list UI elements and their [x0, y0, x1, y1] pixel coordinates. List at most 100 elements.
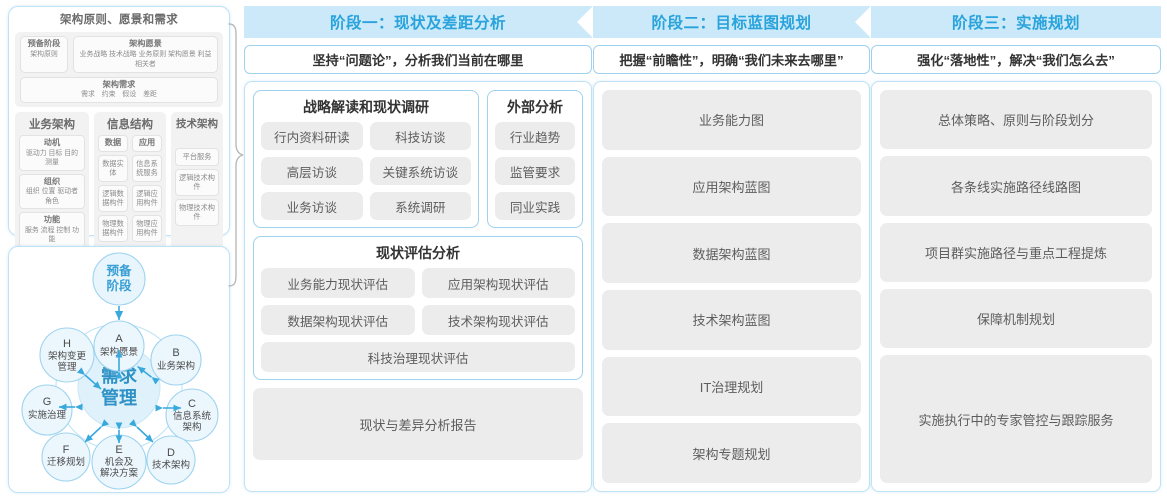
cycle-center-line2: 管理	[101, 387, 137, 408]
strategy-research-title: 战略解读和现状调研	[303, 99, 429, 115]
data-item-1: 逻辑数据构件	[97, 184, 128, 212]
left-column: 架构原则、愿景和需求 预备阶段 架构原则 架构愿景 业务战略 技术战略 业务原则…	[8, 6, 230, 493]
phase-1-subtitle: 坚持“问题论”，分析我们当前在哪里	[244, 45, 592, 74]
requirements-sub: 需求 约束 假设 差距	[81, 91, 157, 98]
prep-vision-row: 预备阶段 架构原则 架构愿景 业务战略 技术战略 业务原则 架构愿景 利益相关者	[20, 36, 218, 73]
phase-2-item-3[interactable]: 技术架构蓝图	[602, 290, 861, 350]
phase-3-item-3[interactable]: 保障机制规划	[880, 289, 1152, 349]
assessment-title: 现状评估分析	[376, 245, 460, 261]
information-subcolumns: 数据 数据实体 逻辑数据构件 物理数据构件 应用 信息系统服务 逻辑应用构件	[97, 135, 163, 242]
svg-text:E: E	[115, 444, 122, 456]
information-subcolumn-data: 数据 数据实体 逻辑数据构件 物理数据构件	[97, 135, 128, 242]
phase-2-item-1[interactable]: 应用架构蓝图	[602, 156, 861, 217]
phase-1-subtitle-text: 坚持“问题论”，分析我们当前在哪里	[312, 53, 524, 68]
technology-item-1: 逻辑技术构件	[175, 168, 220, 196]
strategy-research-card[interactable]: 战略解读和现状调研 行内资料研读 科技访谈 高层访谈 关键系统访谈 业务访谈 系…	[253, 90, 479, 228]
application-item-0: 信息系统服务	[132, 154, 163, 182]
information-structure-title: 信息结构	[107, 119, 153, 131]
assessment-item-3[interactable]: 技术架构现状评估	[421, 305, 575, 335]
external-item-2[interactable]: 同业实践	[495, 192, 575, 220]
phase-3-item-4[interactable]: 实施执行中的专家管控与跟踪服务	[880, 355, 1152, 483]
phase-1-banner: 阶段一：现状及差距分析	[244, 6, 593, 38]
phase-3-item-0[interactable]: 总体策略、原则与阶段划分	[880, 90, 1152, 150]
architecture-framework-card: 架构原则、愿景和需求 预备阶段 架构原则 架构愿景 业务战略 技术战略 业务原则…	[8, 6, 230, 303]
prep-stage-box: 预备阶段 架构原则	[20, 36, 68, 73]
phase-1-banner-text: 阶段一：现状及差距分析	[329, 15, 506, 32]
assessment-item-2[interactable]: 数据架构现状评估	[261, 305, 415, 335]
external-item-1[interactable]: 监管要求	[495, 157, 575, 185]
phase-2-item-5[interactable]: 架构专题规划	[602, 423, 861, 484]
strategy-item-0[interactable]: 行内资料研读	[261, 122, 363, 150]
phase-3-subtitle-text: 强化“落地性”，解决“我们怎么去”	[917, 53, 1115, 68]
external-analysis-title: 外部分析	[507, 99, 563, 115]
cycle-node-d	[146, 435, 196, 485]
strategy-item-4[interactable]: 业务访谈	[261, 192, 363, 220]
vision-sub: 业务战略 技术战略 业务原则 架构愿景 利益相关者	[79, 50, 212, 68]
application-head-box: 应用	[132, 135, 163, 152]
organization-head: 组织	[43, 176, 61, 186]
phase-3-subtitle: 强化“落地性”，解决“我们怎么去”	[871, 45, 1161, 74]
strategy-item-5[interactable]: 系统调研	[369, 192, 471, 220]
phase-1: 阶段一：现状及差距分析 坚持“问题论”，分析我们当前在哪里 战略解读和现状调研 …	[244, 6, 593, 492]
application-head: 应用	[138, 138, 156, 147]
vision-title: 架构愿景	[129, 39, 162, 48]
phase-2-item-2[interactable]: 数据架构蓝图	[602, 223, 861, 284]
application-item-2: 物理应用构件	[132, 214, 163, 242]
phase-2-body: 业务能力图 应用架构蓝图 数据架构蓝图 技术架构蓝图 IT治理规划 架构专题规划	[593, 81, 870, 492]
phase-3-banner-text: 阶段三：实施规划	[951, 15, 1080, 32]
assessment-item-wide[interactable]: 科技治理现状评估	[261, 342, 575, 372]
phase-3-item-2[interactable]: 项目群实施路径与重点工程提炼	[880, 222, 1152, 283]
assessment-item-1[interactable]: 应用架构现状评估	[421, 268, 575, 298]
domain-column-business: 业务架构 动机 驱动力 目标 目的 测量 组织 组织 位置 驱动者 角色 功能 …	[15, 112, 89, 253]
svg-text:阶段: 阶段	[106, 278, 132, 293]
technology-item-0: 平台服务	[175, 148, 220, 166]
business-block-organization: 组织 组织 位置 驱动者 角色	[19, 173, 85, 209]
domain-column-information: 信息结构 数据 数据实体 逻辑数据构件 物理数据构件 应用	[93, 112, 167, 253]
chevron-right-icon	[571, 6, 593, 38]
svg-text:D: D	[167, 447, 175, 459]
domain-column-technology: 技术架构 平台服务 逻辑技术构件 物理技术构件	[171, 112, 224, 253]
framework-top-band: 预备阶段 架构原则 架构愿景 业务战略 技术战略 业务原则 架构愿景 利益相关者…	[15, 32, 223, 107]
svg-text:C: C	[188, 398, 196, 410]
organization-sub: 组织 位置 驱动者 角色	[25, 188, 79, 205]
phase-3: 阶段三：实施规划 强化“落地性”，解决“我们怎么去” 总体策略、原则与阶段划分 …	[871, 6, 1161, 492]
assessment-item-0[interactable]: 业务能力现状评估	[261, 268, 415, 298]
svg-text:迁移规划: 迁移规划	[47, 456, 85, 468]
cycle-node-prep	[92, 252, 146, 306]
svg-text:F: F	[63, 444, 70, 456]
svg-text:H: H	[63, 338, 71, 350]
assessment-items: 业务能力现状评估 应用架构现状评估 数据架构现状评估 技术架构现状评估	[261, 268, 575, 335]
chevron-right-icon	[849, 6, 871, 38]
prep-stage-title: 预备阶段	[27, 39, 61, 48]
strategy-item-3[interactable]: 关键系统访谈	[369, 157, 471, 185]
phase-2-item-0[interactable]: 业务能力图	[602, 90, 861, 150]
svg-text:信息系统: 信息系统	[173, 410, 212, 422]
requirements-title: 架构需求	[102, 79, 136, 89]
business-block-motivation: 动机 驱动力 目标 目的 测量	[19, 135, 85, 171]
svg-text:实施治理: 实施治理	[28, 409, 67, 421]
strategy-item-2[interactable]: 高层访谈	[261, 157, 363, 185]
phase-2-banner-text: 阶段二：目标蓝图规划	[651, 15, 812, 32]
external-item-0[interactable]: 行业趋势	[495, 122, 575, 150]
phase-3-item-1[interactable]: 各条线实施路径线路图	[880, 156, 1152, 216]
phase-2: 阶段二：目标蓝图规划 把握“前瞻性”，明确“我们未来去哪里” 业务能力图 应用架…	[593, 6, 871, 492]
external-analysis-card[interactable]: 外部分析 行业趋势 监管要求 同业实践	[487, 90, 583, 228]
strategy-item-1[interactable]: 科技访谈	[369, 122, 471, 150]
framework-domain-columns: 业务架构 动机 驱动力 目标 目的 测量 组织 组织 位置 驱动者 角色 功能 …	[15, 112, 224, 253]
tech-spacer	[175, 134, 219, 148]
phase-2-subtitle-text: 把握“前瞻性”，明确“我们未来去哪里”	[619, 53, 844, 68]
brace-connector-icon	[228, 23, 244, 287]
requirements-cycle-card: 需求 管理 预备 阶段 A 架构愿景 B 业务架构 C	[8, 246, 230, 493]
svg-text:技术架构: 技术架构	[152, 459, 190, 471]
motivation-head: 动机	[43, 138, 61, 147]
phase-2-item-4[interactable]: IT治理规划	[602, 356, 861, 417]
svg-text:解决方案: 解决方案	[100, 467, 139, 479]
phase-3-body: 总体策略、原则与阶段划分 各条线实施路径线路图 项目群实施路径与重点工程提炼 保…	[871, 81, 1161, 492]
application-item-1: 逻辑应用构件	[132, 184, 163, 212]
data-head: 数据	[104, 138, 122, 147]
external-analysis-items: 行业趋势 监管要求 同业实践	[495, 122, 575, 220]
current-state-assessment-card[interactable]: 现状评估分析 业务能力现状评估 应用架构现状评估 数据架构现状评估 技术架构现状…	[253, 236, 583, 380]
gap-analysis-report[interactable]: 现状与差异分析报告	[253, 388, 583, 460]
business-block-function: 功能 服务 流程 控制 功能	[19, 212, 85, 248]
